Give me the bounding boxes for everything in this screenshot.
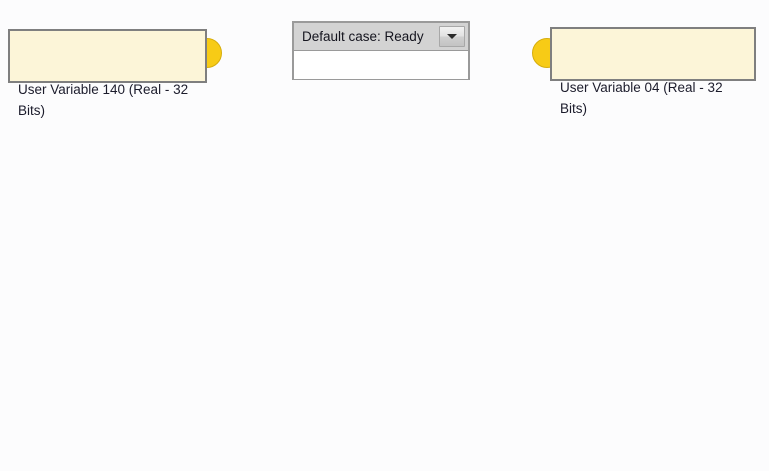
variable-node-left-label: User Variable 140 (Real - 32 Bits) — [18, 82, 192, 118]
variable-node-right[interactable]: User Variable 04 (Real - 32 Bits) — [550, 27, 756, 116]
variable-node-right-label: User Variable 04 (Real - 32 Bits) — [560, 80, 727, 116]
case-panel-header[interactable]: Default case: Ready — [294, 23, 468, 51]
case-panel-header-label: Default case: Ready — [302, 28, 424, 44]
variable-node-left[interactable]: User Variable 140 (Real - 32 Bits) — [8, 29, 207, 118]
case-panel-body[interactable] — [294, 51, 468, 79]
case-panel[interactable]: Default case: Ready — [292, 21, 470, 80]
chevron-down-icon — [447, 34, 457, 39]
case-dropdown-button[interactable] — [439, 26, 465, 47]
